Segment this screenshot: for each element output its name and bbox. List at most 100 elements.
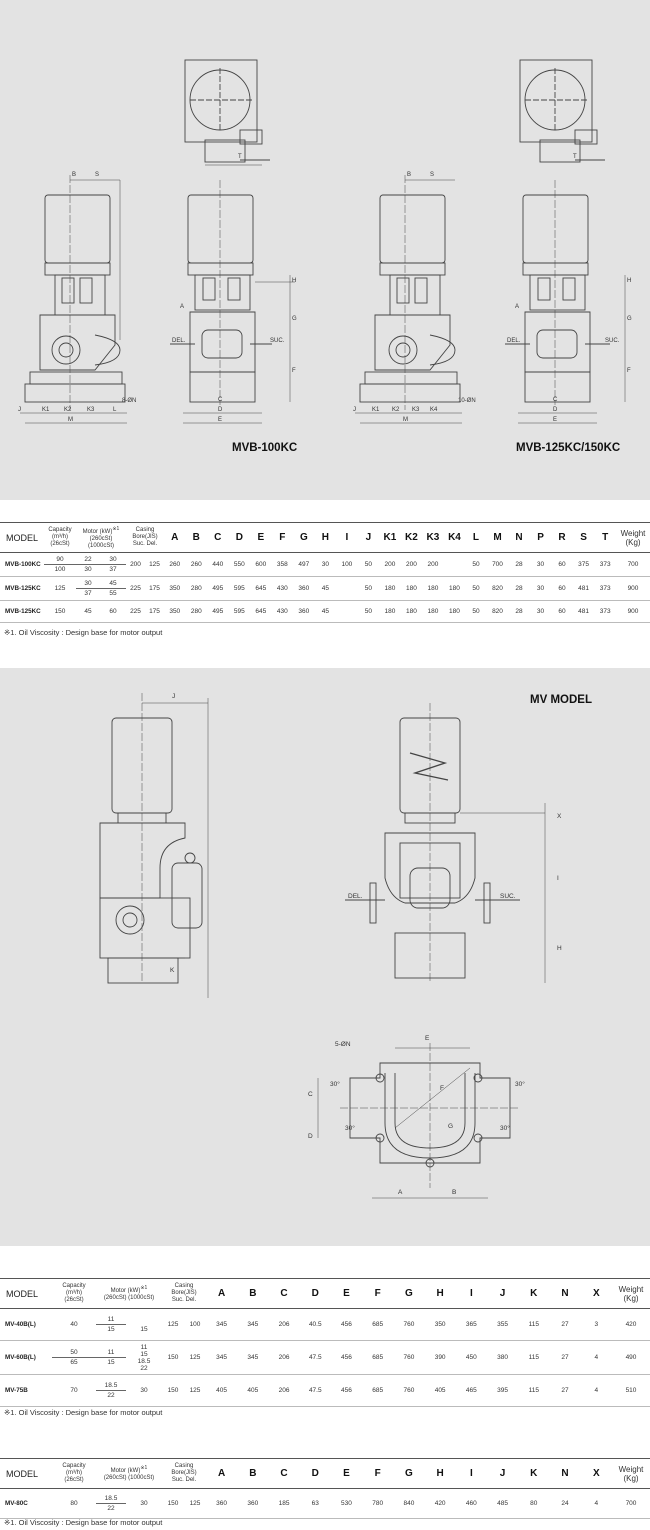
col-model: MODEL — [6, 1468, 39, 1479]
col-casing: Casing Bore(JIS)Suc. Del. — [171, 1463, 197, 1483]
col-dim: L — [472, 532, 480, 543]
dim-label: K2 — [392, 407, 400, 413]
col-casing: Casing Bore(JIS)Suc. Del. — [132, 527, 158, 547]
col-dim: B — [249, 1468, 257, 1479]
dim-label: DEL. — [507, 338, 521, 344]
col-casing: Casing Bore(JIS)Suc. Del. — [171, 1283, 197, 1303]
col-capacity: Capacity(m³/h)(26cSt) — [62, 1463, 86, 1483]
dim-label: G — [448, 1123, 453, 1130]
col-dim: H — [436, 1468, 444, 1479]
dim-label: E — [218, 417, 222, 423]
dim-label: K1 — [372, 407, 380, 413]
col-dim: I — [469, 1468, 473, 1479]
dim-label: 5-ØN — [335, 1041, 351, 1048]
mvb125-top-view — [519, 59, 605, 163]
dim-label: K4 — [430, 407, 438, 413]
col-dim: H — [436, 1288, 444, 1299]
dim-label: B — [452, 1189, 456, 1196]
dim-label: F — [440, 1085, 444, 1092]
dim-label: F — [627, 368, 631, 374]
dim-label: X — [557, 813, 562, 820]
dim-label: J — [18, 407, 21, 413]
col-dim: P — [537, 532, 544, 543]
dim-label: 8-ØN — [122, 398, 136, 404]
col-dim: K4 — [448, 532, 461, 543]
dim-label: F — [292, 368, 296, 374]
mv-pump-drawings: J K X I H DEL. SUC. 5-ØN E C D F G A B 3… — [99, 693, 562, 1199]
mv-drawing-panel: J K X I H DEL. SUC. 5-ØN E C D F G A B 3… — [0, 668, 650, 1246]
mv-spec-table: MODEL Capacity(m³/h)(26cSt) Motor (kW)※1… — [0, 1278, 650, 1407]
col-capacity: Capacity(m³/h)(26cSt) — [62, 1283, 86, 1303]
dim-label: D — [553, 407, 558, 413]
col-dim: H — [321, 532, 329, 543]
col-dim: J — [365, 532, 372, 543]
mv-plan-view — [317, 1043, 520, 1199]
col-dim: B — [249, 1288, 257, 1299]
table3-note: ※1. Oil Viscosity : Design base for moto… — [4, 1518, 163, 1527]
col-dim: G — [405, 1288, 413, 1299]
col-dim: E — [343, 1468, 350, 1479]
col-model: MODEL — [6, 1288, 39, 1299]
col-dim: K3 — [426, 532, 440, 543]
dim-label: S — [95, 172, 99, 178]
mv-model-title: MV MODEL — [530, 694, 592, 706]
dim-label: K1 — [42, 407, 50, 413]
col-dim: J — [499, 1288, 506, 1299]
col-dim: X — [592, 1288, 600, 1299]
mvb100-top-view — [184, 59, 270, 166]
col-dim: K2 — [405, 532, 418, 543]
col-dim: M — [493, 532, 502, 543]
dim-label: A — [398, 1189, 403, 1196]
dim-label: C — [218, 397, 223, 403]
col-dim: B — [192, 532, 200, 543]
dim-label: K3 — [87, 407, 95, 413]
col-dim: I — [469, 1288, 473, 1299]
mv80c-spec-table: MODEL Capacity(m³/h)(26cSt) Motor (kW)※1… — [0, 1458, 650, 1519]
mvb-spec-table: MODEL Capacity(m³/h)(26cSt) Motor (kW)※1… — [0, 522, 650, 623]
dim-label: M — [403, 417, 408, 423]
col-dim: G — [405, 1468, 413, 1479]
col-motor: Motor (kW)※1(260cSt) (1000cSt) — [82, 525, 120, 549]
dim-label: SUC. — [605, 338, 620, 344]
dim-label: H — [292, 278, 296, 284]
col-dim: D — [311, 1288, 319, 1299]
mvb-drawing-panel: B S H G F A DEL. SUC. C D E J K1 K2 K3 L… — [0, 0, 650, 500]
col-dim: D — [311, 1468, 319, 1479]
dim-label: H — [557, 945, 562, 952]
mvb100-front-view — [170, 180, 295, 424]
dim-label: L — [113, 407, 117, 413]
col-dim: N — [561, 1468, 569, 1479]
col-weight: Weight(Kg) — [618, 1284, 644, 1303]
mvb-pump-drawings: B S H G F A DEL. SUC. C D E J K1 K2 K3 L… — [18, 59, 632, 424]
dim-label: SUC. — [500, 893, 516, 900]
dim-label: K3 — [412, 407, 420, 413]
mv-side-view — [99, 693, 209, 998]
dim-label: G — [627, 316, 632, 322]
col-dim: A — [217, 1288, 226, 1299]
col-weight: Weight(Kg) — [620, 528, 646, 547]
col-dim: D — [235, 532, 243, 543]
dim-label: I — [557, 875, 559, 882]
col-dim: N — [515, 532, 523, 543]
dim-label: K2 — [64, 407, 72, 413]
mvb100-side-view — [20, 175, 127, 424]
col-dim: J — [499, 1468, 506, 1479]
mv-front-view — [345, 703, 546, 983]
dim-label: T — [238, 154, 242, 160]
dim-label: D — [308, 1133, 313, 1140]
col-dim: F — [374, 1288, 381, 1299]
col-dim: T — [602, 532, 609, 543]
table2-note: ※1. Oil Viscosity : Design base for moto… — [4, 1408, 163, 1417]
dim-label: DEL. — [348, 893, 363, 900]
mvb125-front-view — [505, 180, 626, 424]
dim-label: H — [627, 278, 631, 284]
dim-label: A — [180, 304, 184, 310]
col-dim: A — [217, 1468, 226, 1479]
col-dim: E — [257, 532, 265, 543]
